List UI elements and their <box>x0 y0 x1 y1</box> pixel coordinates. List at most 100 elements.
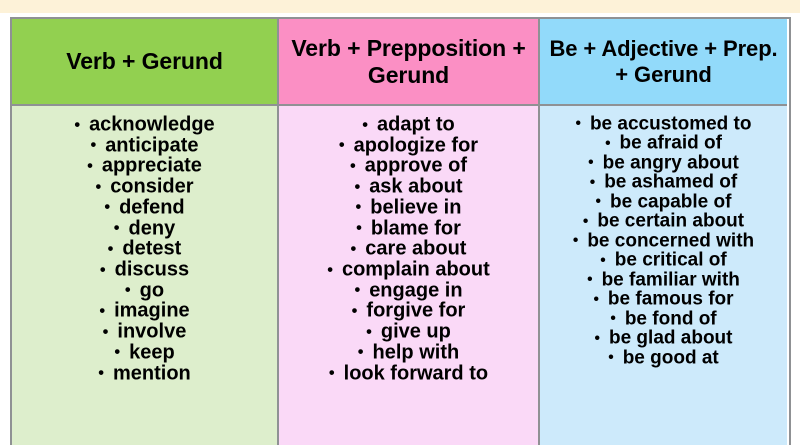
bullet-icon: • <box>354 177 361 196</box>
list-item: •be afraid of <box>544 133 783 153</box>
table-columns-row: Verb + Gerund • acknowledge • anticipate •… <box>12 19 789 445</box>
list-item-label: acknowledge <box>89 113 215 136</box>
column-header-verb-preposition-gerund: Verb + Prepposition + Gerund <box>279 19 538 106</box>
list-item-label: anticipate <box>105 134 199 157</box>
bullet-icon: • <box>357 343 364 362</box>
be-adjective-preposition-gerund-list: •be accustomed to •be afraid of •be angr… <box>544 114 783 367</box>
bullet-icon: • <box>354 281 361 300</box>
list-item-label: apologize for <box>353 134 479 157</box>
bullet-icon: • <box>107 239 114 258</box>
list-item: •be angry about <box>544 153 783 172</box>
list-item: • acknowledge <box>16 114 273 135</box>
list-item: • care about <box>283 238 534 259</box>
list-item: • anticipate <box>16 134 273 157</box>
list-item-label: give up <box>380 320 451 343</box>
list-item-label: be fond of <box>624 308 717 330</box>
list-item-label: imagine <box>114 300 190 323</box>
bullet-icon: • <box>98 364 104 383</box>
list-item-label: forgive for <box>366 300 466 323</box>
list-item-label: blame for <box>370 217 461 240</box>
bullet-icon: • <box>362 115 368 134</box>
list-item-label: be certain about <box>597 210 745 232</box>
bullet-icon: • <box>355 198 362 217</box>
list-item: • involve <box>16 321 273 342</box>
list-item: •be familiar with <box>544 270 783 289</box>
verb-gerund-list: •acknowledge •anticipate •appreciate •co… <box>16 114 273 384</box>
list-item: • apologize for <box>283 134 534 157</box>
list-item-label: help with <box>372 341 460 364</box>
list-item: • blame for <box>283 217 534 240</box>
list-item: • forgive for <box>283 300 534 321</box>
bullet-icon: • <box>350 239 357 258</box>
list-item-label: engage in <box>369 279 463 302</box>
list-item: • help with <box>283 342 534 363</box>
column-header-verb-gerund: Verb + Gerund <box>12 19 277 106</box>
list-item: •deny <box>16 218 273 238</box>
bullet-icon: • <box>594 329 600 347</box>
list-item: •be fond of <box>544 309 783 328</box>
bullet-icon: • <box>595 193 602 211</box>
list-item: • be glad about <box>544 327 783 349</box>
list-item-label: detest <box>122 238 182 261</box>
bullet-icon: • <box>114 343 121 362</box>
list-item-label: believe in <box>370 196 462 219</box>
bullet-icon: • <box>338 136 345 155</box>
list-item: •defend <box>16 197 273 218</box>
list-item: • detest <box>16 238 273 259</box>
list-item: •complain about <box>283 259 534 280</box>
verb-preposition-gerund-list: •adapt to •apologize for •approve of •as… <box>283 114 534 384</box>
list-item-label: ask about <box>369 175 463 198</box>
list-item: • approve of <box>283 155 534 176</box>
list-item: •imagine <box>16 300 273 321</box>
bullet-icon: • <box>600 251 606 269</box>
list-item-label: be critical of <box>614 249 727 271</box>
bullet-icon: • <box>124 281 131 300</box>
list-item-label: be accustomed to <box>589 113 752 135</box>
list-item-label: be capable of <box>610 191 732 213</box>
bullet-icon: • <box>356 219 362 238</box>
bullet-icon: • <box>575 115 581 133</box>
list-item: •discuss <box>16 259 273 280</box>
bullet-icon: • <box>608 349 614 366</box>
list-item-label: approve of <box>364 155 467 178</box>
list-item: • believe in <box>283 197 534 218</box>
list-item: • be critical of <box>544 249 783 271</box>
list-item-label: be famous for <box>607 288 734 310</box>
bullet-icon: • <box>605 134 611 152</box>
list-item-label: be good at <box>622 347 719 369</box>
list-item-label: be glad about <box>608 327 733 349</box>
list-item: • be accustomed to <box>544 114 783 133</box>
column-body-be-adjective-preposition-gerund: •be accustomed to •be afraid of •be angr… <box>540 106 787 445</box>
list-item: •consider <box>16 176 273 197</box>
bullet-icon: • <box>102 322 109 341</box>
bullet-icon: • <box>104 198 111 217</box>
bullet-icon: • <box>350 156 356 175</box>
column-body-verb-gerund: •acknowledge •anticipate •appreciate •co… <box>12 106 277 445</box>
bullet-icon: • <box>87 156 93 175</box>
bullet-icon: • <box>582 212 589 230</box>
list-item: • be famous for <box>544 288 783 310</box>
list-item-label: involve <box>117 320 187 343</box>
list-item: •adapt to <box>283 114 534 135</box>
list-item: • go <box>16 279 273 302</box>
bullet-icon: • <box>90 136 97 155</box>
column-body-verb-preposition-gerund: •adapt to •apologize for •approve of •as… <box>279 106 538 445</box>
list-item-label: care about <box>365 238 467 261</box>
list-item: • engage in <box>283 279 534 302</box>
top-banner-strip <box>0 0 800 13</box>
bullet-icon: • <box>351 301 358 320</box>
list-item: •appreciate <box>16 155 273 176</box>
list-item-label: be familiar with <box>601 269 740 291</box>
list-item: • be capable of <box>544 192 783 211</box>
list-item: • be certain about <box>544 210 783 232</box>
column-verb-preposition-gerund: Verb + Prepposition + Gerund •adapt to •… <box>277 19 540 445</box>
list-item-label: go <box>139 279 165 302</box>
list-item: •mention <box>16 363 273 383</box>
bullet-icon: • <box>74 115 81 134</box>
bullet-icon: • <box>593 290 599 308</box>
gerund-table: Verb + Gerund • acknowledge • anticipate •… <box>10 17 791 445</box>
column-verb-gerund: Verb + Gerund •acknowledge •anticipate •… <box>12 19 277 445</box>
bullet-icon: • <box>328 364 335 383</box>
list-item: •be ashamed of <box>544 172 783 192</box>
list-item-label: keep <box>129 341 175 364</box>
